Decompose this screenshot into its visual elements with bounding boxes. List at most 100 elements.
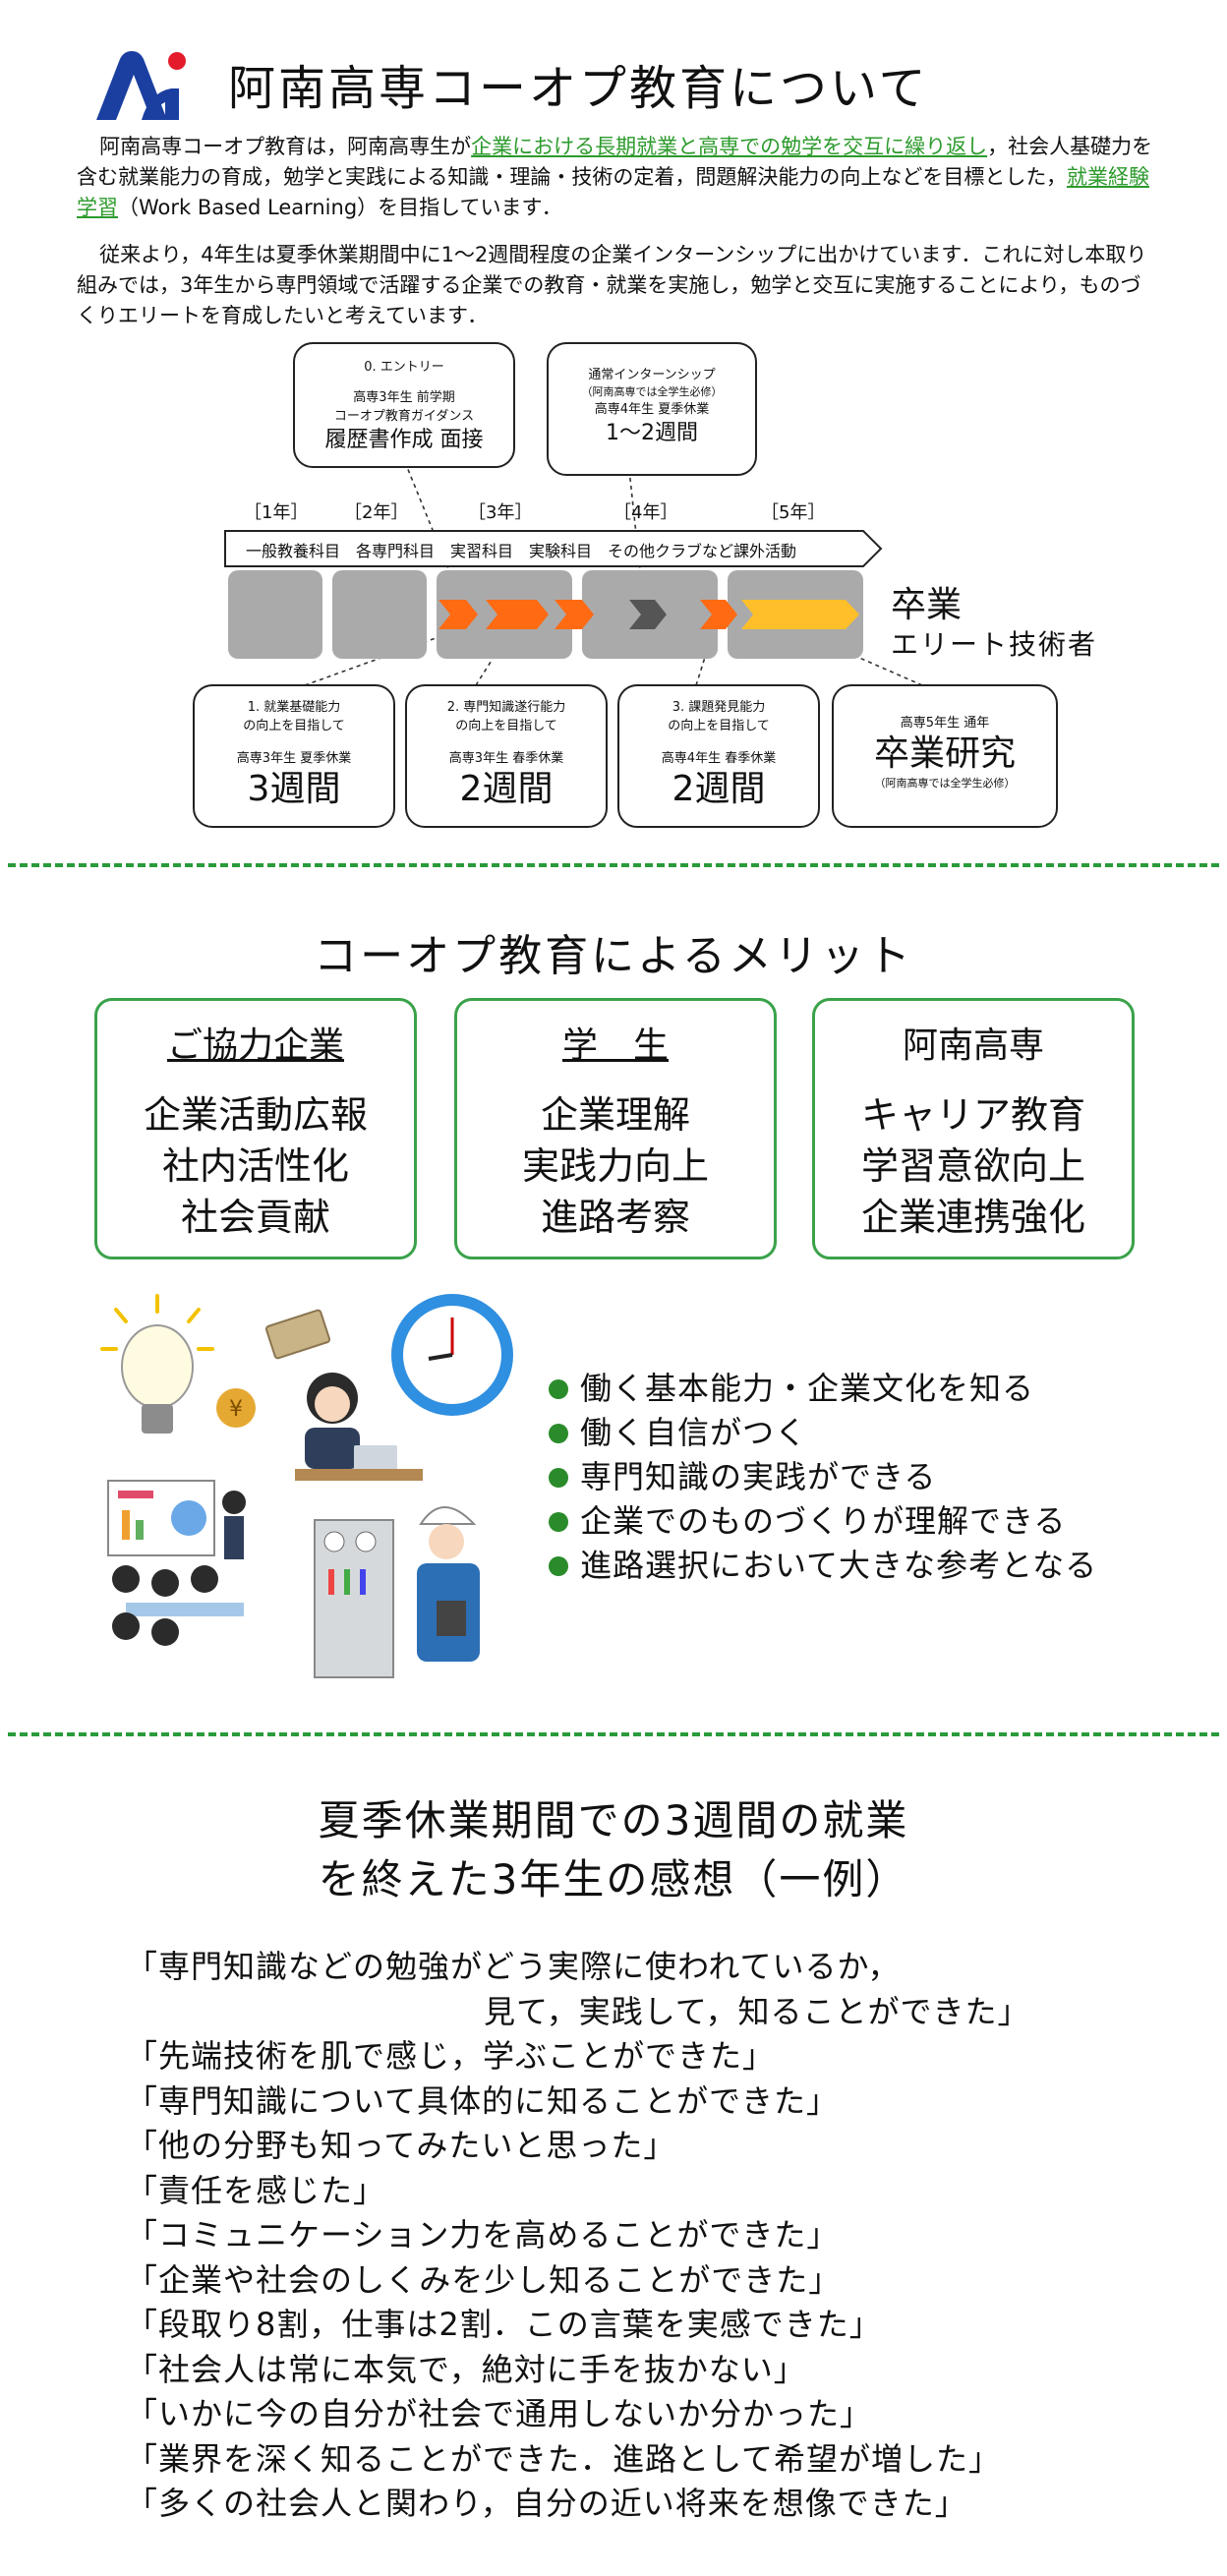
research-period: 高専5年生 通年: [900, 716, 990, 731]
list-item: 見て，実践して，知ることができた」: [484, 1992, 1030, 2030]
merits-title: コーオプ教育によるメリット: [314, 931, 913, 981]
year-label-3: ［3年］: [468, 502, 533, 523]
merit-box-heading: 阿南高専: [902, 1025, 1044, 1066]
graduation-research-card: 高専5年生 通年 卒業研究 （阿南高専では全学生必修）: [832, 684, 1058, 828]
list-item: 「社会人は常に本気で，絶対に手を抜かない」: [126, 2350, 806, 2388]
impressions-title: 夏季休業期間での3週間の就業 を終えた3年生の感想（一例）: [0, 1791, 1227, 1909]
list-item: 「業界を深く知ることができた．進路として希望が増した」: [126, 2439, 1002, 2478]
year-label-2: ［2年］: [344, 502, 409, 523]
list-item: 「専門知識について具体的に知ることができた」: [126, 2081, 840, 2120]
card1-title: 1. 就業基礎能力: [247, 700, 341, 715]
anan-kosen-logo: [96, 51, 186, 120]
coop-card-2: 2. 専門知識遂行能力 の向上を目指して 高専3年生 春季休業 2週間: [405, 684, 608, 828]
merit-bullet-list: 働く基本能力・企業文化を知る 働く自信がつく 専門知識の実践ができる 企業でのも…: [547, 1367, 1097, 1588]
intern-period: 高専4年生 夏季休業: [594, 402, 710, 417]
list-item: 「段取り8割，仕事は2割．この言葉を実感できた」: [126, 2306, 882, 2343]
year-label-1: ［1年］: [244, 502, 309, 523]
graduation-label: 卒業: [891, 585, 963, 625]
merit-box-companies: ご協力企業 企業活動広報 社内活性化 社会貢献: [94, 998, 417, 1259]
merit-item: 企業理解: [540, 1093, 690, 1137]
internship-card: 通常インターンシップ （阿南高専では全学生必修） 高専4年生 夏季休業 1～2週…: [547, 342, 757, 476]
list-item: 「企業や社会のしくみを少し知ることができた」: [126, 2260, 842, 2299]
card2-subtitle: の向上を目指して: [455, 719, 557, 733]
list-item: 「先端技術を肌で感じ，学ぶことができた」: [126, 2037, 776, 2075]
coop-card-1: 1. 就業基礎能力 の向上を目指して 高専3年生 夏季休業 3週間: [193, 684, 395, 828]
merit-item: 実践力向上: [521, 1144, 709, 1188]
intro-paragraph-1: 阿南高専コーオプ教育は，阿南高専生が企業における長期就業と高専での勉学を交互に繰…: [77, 132, 1158, 223]
card2-duration: 2週間: [459, 769, 554, 809]
svg-text:¥: ¥: [229, 1397, 243, 1422]
merit-item: 学習意欲向上: [860, 1144, 1085, 1188]
banknote-icon: [264, 1309, 331, 1360]
card2-period: 高専3年生 春季休業: [448, 751, 564, 766]
list-item: 「コミュニケーション力を高めることができた」: [126, 2216, 840, 2254]
list-item: 企業でのものづくりが理解できる: [547, 1499, 1097, 1544]
list-item: 専門知識の実践ができる: [547, 1455, 1097, 1499]
card3-duration: 2週間: [672, 769, 766, 809]
list-item: 働く自信がつく: [547, 1411, 1097, 1455]
list-item: 「多くの社会人と関わり，自分の近い将来を想像できた」: [126, 2485, 967, 2522]
year-block-1: [228, 570, 322, 659]
card3-title: 3. 課題発見能力: [672, 700, 766, 715]
intern-duration: 1～2週間: [606, 421, 698, 445]
year-label-4: ［4年］: [614, 502, 678, 523]
intro2-text: 従来より，4年生は夏季休業期間中に1～2週間程度の企業インターンシップに出かけて…: [77, 243, 1147, 327]
coop-arrows: [438, 600, 859, 629]
presentation-meeting-illustration: [107, 1480, 246, 1646]
intern-title: 通常インターンシップ: [588, 368, 716, 382]
card1-duration: 3週間: [247, 769, 341, 809]
coop-card-3: 3. 課題発見能力 の向上を目指して 高専4年生 春季休業 2週間: [617, 684, 820, 828]
card3-period: 高専4年生 春季休業: [661, 751, 777, 766]
merit-item: 社内活性化: [161, 1144, 349, 1188]
intro1-text-2: ，社会人基礎力を含む就業能力の育成，勉学と実践による知識・理論・技術の定着，問題…: [77, 135, 1153, 189]
section-divider-2: [8, 1732, 1219, 1736]
elite-engineer-label: エリート技術者: [891, 628, 1098, 661]
intro-paragraph-2: 従来より，4年生は夏季休業期間中に1～2週間程度の企業インターンシップに出かけて…: [77, 240, 1158, 331]
impressions-title-line1: 夏季休業期間での3週間の就業: [318, 1796, 909, 1844]
research-title: 卒業研究: [873, 733, 1016, 774]
course-bar-text: 一般教養科目 各専門科目 実習科目 実験科目 その他クラブなど課外活動: [246, 542, 797, 560]
yen-coin-icon: ¥: [216, 1388, 256, 1428]
entry-step: 0. エントリー: [364, 360, 444, 375]
merit-box-heading: ご協力企業: [166, 1025, 344, 1066]
illustration-collage: ¥: [100, 1294, 513, 1678]
intro1-link[interactable]: 企業における長期就業と高専での勉学を交互に繰り返し: [471, 135, 988, 158]
office-worker-illustration: [295, 1373, 423, 1481]
section-divider-1: [8, 863, 1219, 867]
intern-note: （阿南高専では全学生必修）: [581, 385, 723, 398]
card1-period: 高専3年生 夏季休業: [236, 751, 352, 766]
factory-worker-illustration: [314, 1506, 480, 1678]
list-item: 進路選択において大きな参考となる: [547, 1544, 1097, 1588]
entry-card: 0. エントリー 高専3年生 前学期 コーオプ教育ガイダンス 履歴書作成 面接: [293, 342, 515, 468]
entry-period: 高専3年生 前学期: [353, 390, 455, 405]
merit-box-students: 学 生 企業理解 実践力向上 進路考察: [454, 998, 777, 1259]
list-item: 「いかに今の自分が社会で通用しないか分かった」: [126, 2395, 873, 2432]
course-bar-arrow-shape: [224, 530, 883, 567]
list-item: 働く基本能力・企業文化を知る: [547, 1367, 1097, 1411]
impressions-list: 「専門知識などの勉強がどう実際に使われているか， 見て，実践して，知ることができ…: [126, 1945, 1030, 2527]
entry-guidance: コーオプ教育ガイダンス: [333, 409, 475, 424]
list-item: 「責任を感じた」: [126, 2171, 386, 2209]
intro1-text: 阿南高専コーオプ教育は，阿南高専生が: [99, 135, 472, 158]
merit-item: キャリア教育: [860, 1093, 1085, 1137]
merit-item: 企業活動広報: [143, 1093, 368, 1137]
entry-interview: 履歴書作成 面接: [324, 428, 484, 452]
page-title: 阿南高専コーオプ教育について: [228, 61, 929, 116]
merit-item: 社会貢献: [180, 1196, 330, 1239]
research-note: （阿南高専では全学生必修）: [874, 777, 1016, 790]
wbl-link[interactable]: 就業経験学習: [77, 165, 1149, 219]
merit-item: 進路考察: [540, 1196, 690, 1239]
merit-box-heading: 学 生: [561, 1025, 669, 1066]
list-item: 「他の分野も知ってみたいと思った」: [126, 2127, 676, 2164]
year-label-5: ［5年］: [761, 502, 826, 523]
year-block-2: [332, 570, 427, 659]
card3-subtitle: の向上を目指して: [668, 719, 770, 733]
merit-box-school: 阿南高専 キャリア教育 学習意欲向上 企業連携強化: [812, 998, 1135, 1259]
course-timeline-bar: 一般教養科目 各専門科目 実習科目 実験科目 その他クラブなど課外活動: [224, 530, 883, 567]
card2-title: 2. 専門知識遂行能力: [446, 700, 566, 715]
merit-item: 企業連携強化: [860, 1196, 1085, 1239]
list-item: 「専門知識などの勉強がどう実際に使われているか，: [126, 1948, 901, 1985]
clock-icon: [391, 1294, 513, 1416]
impressions-title-line2: を終えた3年生の感想（一例）: [318, 1855, 909, 1903]
card1-subtitle: の向上を目指して: [243, 719, 345, 733]
